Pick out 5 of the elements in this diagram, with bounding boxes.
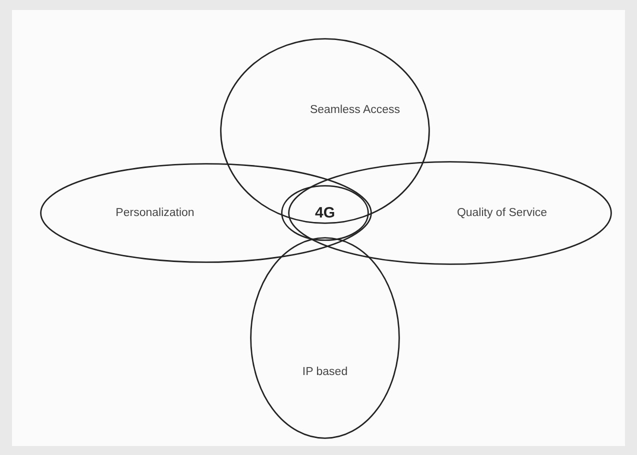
set-label: IP based [302,366,348,378]
set-label: Seamless Access [310,104,400,116]
set-label: Quality of Service [456,207,548,219]
set-label: Personalization [116,207,194,219]
set-label: 4G [315,204,335,222]
